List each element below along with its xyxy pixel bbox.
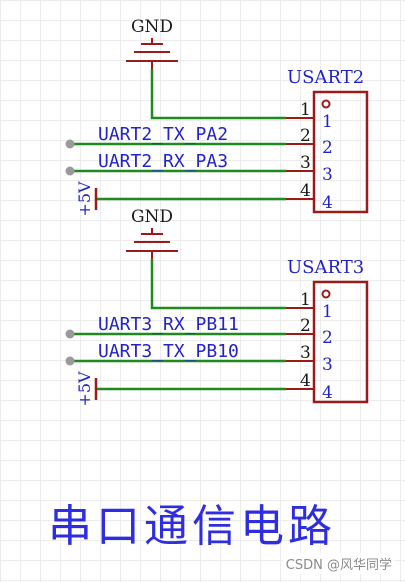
csdn-watermark: CSDN @风华同学 (282, 553, 395, 574)
pin-number-inside-1: 1 (322, 302, 333, 322)
pin-number-outside-1: 1 (300, 290, 311, 310)
connector-ref-label: USART3 (287, 257, 364, 278)
pin-number-inside-3: 3 (322, 355, 333, 375)
signal-terminal-dot-1 (65, 329, 75, 339)
power-label: +5V (75, 181, 94, 217)
pin-number-inside-2: 2 (322, 138, 333, 158)
pin1-marker (321, 99, 331, 109)
net-label-1: UART3_RX_PB11 (98, 314, 239, 335)
pin-number-inside-1: 1 (322, 112, 333, 132)
pin-number-outside-1: 1 (300, 100, 311, 120)
connector-block-1: GNDUSART211223344UART2_TX_PA2UART2_RX_PA… (65, 17, 369, 217)
connector-block-2: GNDUSART311223344UART3_RX_PB11UART3_TX_P… (65, 207, 369, 407)
pin1-marker (321, 289, 331, 299)
net-label-1: UART2_TX_PA2 (98, 124, 228, 145)
signal-terminal-dot-1 (65, 139, 75, 149)
gnd-label: GND (131, 17, 173, 37)
net-label-2: UART2_RX_PA3 (98, 151, 228, 172)
power-label: +5V (75, 371, 94, 407)
pin-number-outside-3: 3 (300, 153, 311, 173)
connector-body (312, 280, 369, 404)
pin-number-inside-4: 4 (322, 193, 333, 213)
pin-number-outside-4: 4 (300, 181, 311, 201)
connector-ref-label: USART2 (287, 67, 364, 88)
pin-number-outside-3: 3 (300, 343, 311, 363)
signal-terminal-dot-2 (65, 356, 75, 366)
pin-number-outside-2: 2 (300, 126, 311, 146)
gnd-wire (150, 259, 286, 310)
pin-number-outside-2: 2 (300, 316, 311, 336)
gnd-label: GND (131, 207, 173, 227)
connector-body (312, 90, 369, 214)
net-label-2: UART3_TX_PB10 (98, 341, 239, 362)
diagram-title: 串口通信电路 (48, 501, 336, 552)
pin-number-inside-3: 3 (322, 165, 333, 185)
pin-number-outside-4: 4 (300, 371, 311, 391)
signal-terminal-dot-2 (65, 166, 75, 176)
pin-number-inside-2: 2 (322, 328, 333, 348)
pin-number-inside-4: 4 (322, 383, 333, 403)
gnd-wire (150, 69, 286, 120)
